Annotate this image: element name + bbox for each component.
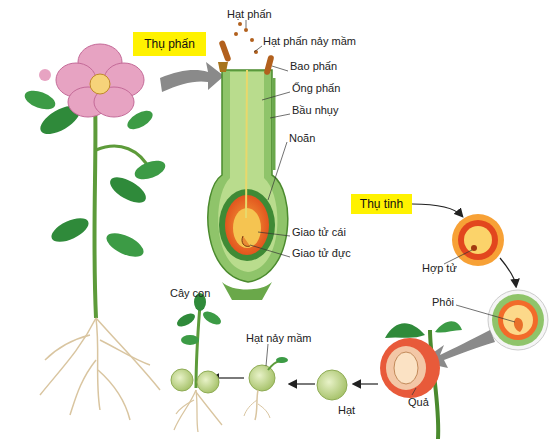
stage-label: Quả [408, 396, 429, 408]
grey-arrow [160, 62, 224, 92]
part-label: Giao tử đực [292, 247, 351, 259]
germinating-seed [244, 344, 288, 420]
fruit [380, 321, 462, 439]
stage-arrow [412, 204, 462, 216]
stage-label: Hợp tử [422, 262, 457, 274]
stage-title-box: Thụ tinh [351, 194, 412, 214]
stage-label: Phôi [432, 296, 454, 308]
box-title: Thụ tinh [360, 197, 403, 211]
seedling [171, 293, 223, 432]
leader-lines [246, 20, 290, 257]
stage-arrow [500, 258, 516, 286]
flowering-plant [22, 44, 168, 420]
stage-arrow [290, 383, 315, 384]
stage-arrow [354, 383, 378, 384]
part-label: Noãn [289, 132, 315, 144]
part-label: Giao tử cái [292, 226, 346, 238]
part-label: Bầu nhụy [292, 104, 338, 116]
pistil-section [208, 22, 288, 300]
part-label: Hạt phấn nảy mầm [263, 35, 356, 47]
stage-label: Hạt nảy mầm [246, 332, 311, 344]
zygote [444, 214, 504, 266]
part-label: Hạt phấn [227, 8, 272, 20]
stage-title-box: Thụ phấn [133, 32, 206, 56]
stage-label: Hạt [338, 404, 355, 416]
part-label: Bao phấn [290, 60, 337, 72]
part-label: Ống phấn [292, 82, 340, 94]
box-title: Thụ phấn [144, 37, 195, 51]
stage-label: Cây con [170, 287, 210, 299]
seed [317, 370, 347, 400]
